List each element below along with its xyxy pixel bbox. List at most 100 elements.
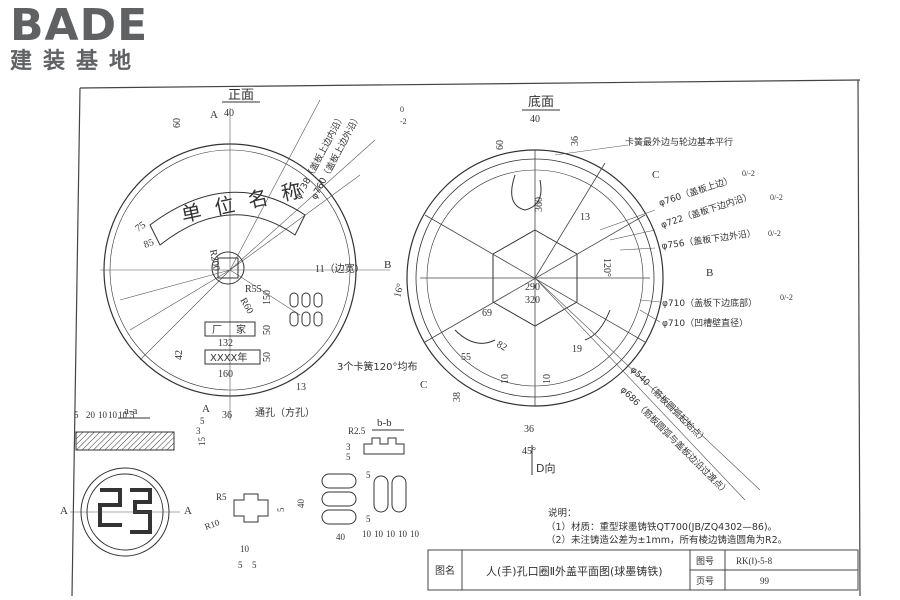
front-tol-top: 0 bbox=[400, 105, 404, 114]
bottom-dim-120: 120° bbox=[601, 258, 612, 277]
unit-name-text: 单位名称 bbox=[179, 175, 317, 227]
bb-bottom-dim-4: 10 bbox=[410, 529, 420, 539]
bottom-callout-4-tol: 0/-2 bbox=[780, 293, 793, 302]
bb-r10: R10 bbox=[203, 517, 221, 532]
view-mark-c-bottom: C bbox=[420, 379, 427, 391]
front-dim-150: 150 bbox=[262, 290, 273, 305]
title-block-page-label: 页号 bbox=[696, 576, 714, 587]
bottom-dim-10a: 10 bbox=[500, 374, 511, 384]
front-dim-40: 40 bbox=[224, 108, 234, 119]
bb-dim-5f: 5 bbox=[252, 560, 257, 570]
aa-mark-a-right: A bbox=[184, 505, 192, 517]
year-label: XXXX年 bbox=[210, 351, 247, 364]
bb-bottom-dim-1: 10 bbox=[374, 529, 384, 539]
front-view: 正面 单位名称 厂家 bbox=[100, 88, 417, 421]
front-dim-edge-width: 11（边宽） bbox=[315, 262, 365, 275]
title-block-name: 人(手)孔口圈Ⅱ外盖平面图(球墨铸铁) bbox=[486, 564, 663, 578]
bottom-dim-38: 38 bbox=[452, 392, 463, 402]
bb-r25: R2.5 bbox=[348, 426, 366, 436]
front-dim-85: 85 bbox=[142, 237, 155, 251]
bottom-dim-36b: 36 bbox=[524, 424, 534, 435]
bb-dim-10: 10 bbox=[240, 544, 250, 554]
bb-dim-40: 40 bbox=[296, 499, 306, 509]
aa-dim-4: 10 bbox=[118, 410, 128, 420]
note-springs: 3个卡簧120°均布 bbox=[337, 360, 417, 373]
factory-label: 厂家 bbox=[212, 323, 260, 336]
bottom-callout-7: φ686（筋板圆弧与盖板边沿过渡点） bbox=[618, 384, 732, 498]
front-tol-bot: -2 bbox=[400, 117, 407, 126]
front-dim-r55: R55 bbox=[245, 284, 262, 295]
front-dim-r60: R60 bbox=[237, 296, 255, 316]
bottom-callout-3: φ756（盖板下边外沿） bbox=[661, 227, 757, 252]
note-hole: 通孔（方孔） bbox=[255, 406, 315, 419]
bottom-dim-45: 45° bbox=[522, 446, 536, 457]
aa-dim-5: 5 bbox=[130, 410, 135, 420]
title-block-drawing-no-label: 图号 bbox=[696, 556, 714, 567]
notes-block: 说明： （1）材质：重型球墨铸铁QT700(JB/ZQ4302—86)。 （2）… bbox=[546, 507, 787, 546]
section-mark-a-bottom: A bbox=[202, 403, 210, 415]
front-dim-60: 60 bbox=[172, 118, 183, 128]
section-bb: b-b R2.5 3 5 40 5 5 10 10 10 10 10 40 R5… bbox=[203, 417, 419, 570]
section-mark-a-top: A bbox=[210, 109, 218, 121]
bottom-callout-2-tol: 0/-2 bbox=[770, 193, 783, 202]
drawing-frame bbox=[71, 79, 861, 597]
bb-r5: R5 bbox=[216, 492, 227, 502]
bb-bottom-dim-0: 10 bbox=[362, 529, 372, 539]
bb-dim-5e: 5 bbox=[238, 560, 243, 570]
bottom-callout-5: φ710（凹槽壁直径） bbox=[662, 317, 748, 329]
front-dim-36: 36 bbox=[222, 410, 232, 421]
notes-title: 说明： bbox=[548, 507, 577, 519]
title-block-drawing-no: RK(Ⅰ)-5-8 bbox=[736, 556, 773, 566]
bottom-view-title: 底面 bbox=[528, 94, 554, 110]
front-dim-50b: 50 bbox=[262, 352, 273, 362]
bottom-dim-10b: 10 bbox=[542, 374, 553, 384]
bade-logo: BADE 建装基地 bbox=[10, 4, 175, 82]
title-block bbox=[427, 549, 859, 591]
bb-dim-3: 3 bbox=[346, 442, 351, 452]
front-dim-13: 13 bbox=[296, 382, 306, 393]
bottom-dim-82: 82 bbox=[495, 339, 509, 354]
bottom-dim-55: 55 bbox=[461, 352, 471, 363]
aa-mark-a-left: A bbox=[60, 505, 68, 517]
bb-dim-5c: 5 bbox=[366, 514, 371, 524]
logo-wordmark: BADE bbox=[10, 0, 149, 51]
bb-bottom-dim-2: 10 bbox=[386, 529, 396, 539]
bottom-dim-290: 290 bbox=[525, 282, 540, 293]
bottom-callout-4: φ710（盖板下边底部） bbox=[662, 297, 757, 309]
bottom-dim-16: 16° bbox=[392, 282, 406, 298]
bb-dim-5b: 5 bbox=[366, 470, 371, 480]
bb-dim-40b: 40 bbox=[336, 532, 346, 542]
view-mark-c-top: C bbox=[652, 169, 659, 181]
front-view-title: 正面 bbox=[228, 88, 254, 103]
notes-item-1: （1）材质：重型球墨铸铁QT700(JB/ZQ4302—86)。 bbox=[546, 521, 777, 533]
view-mark-b-right: B bbox=[706, 267, 713, 279]
front-dim-75: 75 bbox=[133, 220, 148, 235]
aa-dim-2: 10 bbox=[98, 410, 108, 420]
aa-dim-15: 15 bbox=[197, 437, 207, 447]
bb-bottom-dim-3: 10 bbox=[398, 529, 408, 539]
title-block-name-label: 图名 bbox=[435, 564, 455, 577]
front-dim-42: 42 bbox=[174, 350, 185, 360]
bottom-dim-60: 60 bbox=[495, 140, 506, 150]
bottom-dim-360: 360 bbox=[534, 197, 545, 212]
aa-dim-5mm: 5 bbox=[200, 416, 205, 426]
front-dim-50a: 50 bbox=[262, 325, 273, 335]
bottom-dim-36: 36 bbox=[570, 136, 581, 146]
bottom-dim-320: 320 bbox=[525, 295, 540, 306]
bottom-dim-69: 69 bbox=[482, 308, 492, 319]
aa-dim-1: 20 bbox=[86, 410, 96, 420]
section-aa-title: a-a bbox=[124, 405, 138, 417]
view-mark-b-left: B bbox=[384, 259, 391, 271]
bottom-callout-1-tol: 0/-2 bbox=[742, 169, 755, 178]
aa-dim-3: 10 bbox=[108, 410, 118, 420]
bottom-callout-3-tol: 0/-2 bbox=[768, 229, 781, 238]
bottom-dim-13: 13 bbox=[580, 212, 590, 223]
title-block-page-no: 99 bbox=[760, 576, 770, 586]
aa-dim-3mm: 3 bbox=[196, 426, 201, 436]
bottom-view: 底面 40 60 36 360 13 120° 290 320 16° 69 8… bbox=[384, 94, 793, 501]
front-dim-160: 160 bbox=[218, 369, 233, 380]
bb-dim-5: 5 bbox=[346, 452, 351, 462]
section-aa: a-a 5 20 10 10 10 5 3 15 5 A A bbox=[60, 405, 207, 557]
section-bb-title: b-b bbox=[377, 417, 392, 429]
